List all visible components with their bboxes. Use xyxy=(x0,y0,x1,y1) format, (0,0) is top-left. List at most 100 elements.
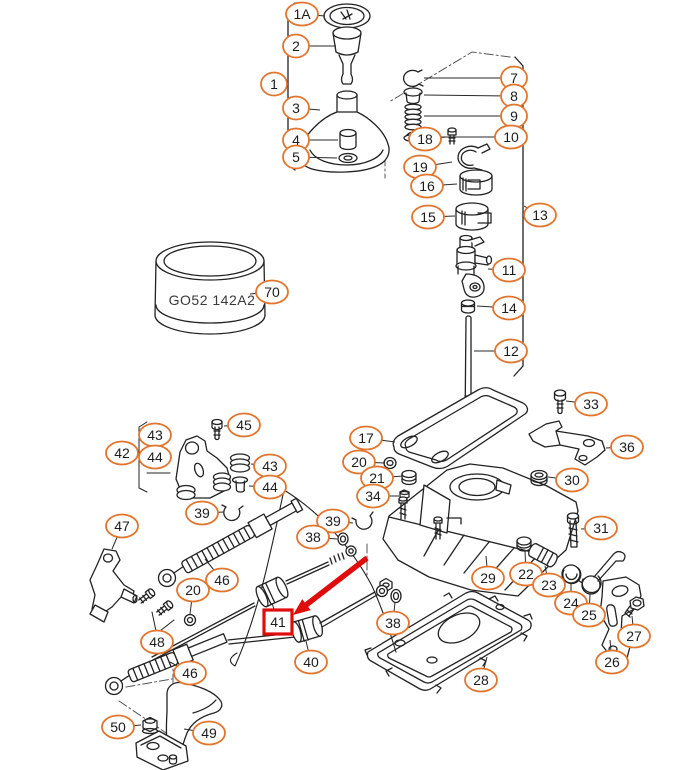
callout-23[interactable]: 23 xyxy=(532,565,566,598)
callout-44[interactable]: 44 xyxy=(248,474,287,500)
callout-circle[interactable] xyxy=(140,629,174,655)
callout-circle[interactable] xyxy=(176,577,210,603)
callout-2[interactable]: 2 xyxy=(282,33,336,59)
callout-circle[interactable] xyxy=(173,660,207,686)
callout-17[interactable]: 17 xyxy=(349,425,396,451)
callout-48[interactable]: 48 xyxy=(140,629,174,655)
callout-25[interactable]: 25 xyxy=(572,593,606,628)
callout-number: 49 xyxy=(201,725,217,741)
callout-circle[interactable] xyxy=(105,513,139,539)
callout-19[interactable]: 19 xyxy=(403,154,453,180)
highlight-box xyxy=(262,608,294,636)
callout-circle[interactable] xyxy=(410,173,444,199)
callout-36[interactable]: 36 xyxy=(605,434,644,460)
callout-circle[interactable] xyxy=(555,467,589,493)
callout-circle[interactable] xyxy=(316,508,350,534)
callout-46[interactable]: 46 xyxy=(204,558,239,593)
callout-circle[interactable] xyxy=(376,610,410,636)
callout-number: 3 xyxy=(292,100,300,116)
callout-circle[interactable] xyxy=(494,338,528,364)
callout-38[interactable]: 38 xyxy=(296,524,338,550)
callout-circle[interactable] xyxy=(285,1,319,27)
callout-number: 39 xyxy=(194,505,210,521)
callout-15[interactable]: 15 xyxy=(411,204,456,230)
callout-42[interactable]: 42 xyxy=(105,440,139,466)
callout-circle[interactable] xyxy=(492,295,526,321)
callout-number: 23 xyxy=(541,577,557,593)
callout-16[interactable]: 16 xyxy=(410,173,458,199)
callout-11[interactable]: 11 xyxy=(487,257,526,283)
callout-5[interactable]: 5 xyxy=(282,144,338,170)
callout-circle[interactable] xyxy=(356,483,390,509)
callout-14[interactable]: 14 xyxy=(476,295,526,321)
callout-circle[interactable] xyxy=(342,449,376,475)
callout-26[interactable]: 26 xyxy=(595,639,629,675)
callout-circle[interactable] xyxy=(411,204,445,230)
callout-circle[interactable] xyxy=(282,144,310,170)
callout-circle[interactable] xyxy=(595,649,629,675)
callout-39[interactable]: 39 xyxy=(316,508,354,534)
callout-38[interactable]: 38 xyxy=(376,601,410,636)
callout-circle[interactable] xyxy=(532,572,566,598)
callout-circle[interactable] xyxy=(574,391,608,417)
callout-number: 38 xyxy=(385,615,401,631)
callout-43[interactable]: 43 xyxy=(250,453,287,479)
callout-45[interactable]: 45 xyxy=(223,412,261,438)
callout-27[interactable]: 27 xyxy=(617,615,651,649)
callout-21[interactable]: 21 xyxy=(360,465,404,491)
callout-circle[interactable] xyxy=(253,474,287,500)
callout-circle[interactable] xyxy=(464,667,498,693)
callout-43[interactable]: 43 xyxy=(138,422,172,448)
callout-44[interactable]: 44 xyxy=(138,444,172,470)
callout-1[interactable]: 1 xyxy=(260,71,288,97)
callout-circle[interactable] xyxy=(471,565,505,591)
callout-circle[interactable] xyxy=(205,567,239,593)
callout-circle[interactable] xyxy=(192,720,226,746)
callout-13[interactable]: 13 xyxy=(523,202,557,228)
callout-circle[interactable] xyxy=(255,279,289,305)
callout-circle[interactable] xyxy=(492,257,526,283)
callout-1A[interactable]: 1A xyxy=(285,1,326,27)
callout-circle[interactable] xyxy=(105,440,139,466)
callout-50[interactable]: 50 xyxy=(101,714,142,740)
callout-circle[interactable] xyxy=(282,95,310,121)
callout-circle[interactable] xyxy=(610,434,644,460)
callout-20[interactable]: 20 xyxy=(342,449,386,475)
relay-lever-47 xyxy=(89,548,138,623)
callout-34[interactable]: 34 xyxy=(356,483,399,509)
callout-circle[interactable] xyxy=(296,524,330,550)
callout-18[interactable]: 18 xyxy=(408,126,447,152)
callout-circle[interactable] xyxy=(617,623,651,649)
callout-circle[interactable] xyxy=(294,649,328,675)
callout-circle[interactable] xyxy=(138,444,172,470)
spring-9 xyxy=(404,103,422,131)
callout-39[interactable]: 39 xyxy=(185,500,225,526)
callout-20[interactable]: 20 xyxy=(176,577,210,615)
callout-circle[interactable] xyxy=(101,714,135,740)
callout-circle[interactable] xyxy=(185,500,219,526)
callout-3[interactable]: 3 xyxy=(282,95,321,121)
callout-31[interactable]: 31 xyxy=(580,515,618,541)
callout-circle[interactable] xyxy=(572,602,606,628)
callout-circle[interactable] xyxy=(523,202,557,228)
callout-circle[interactable] xyxy=(282,33,310,59)
callout-circle[interactable] xyxy=(349,425,383,451)
callout-28[interactable]: 28 xyxy=(464,656,498,693)
callout-29[interactable]: 29 xyxy=(471,555,505,591)
callout-30[interactable]: 30 xyxy=(547,467,589,493)
callout-40[interactable]: 40 xyxy=(294,640,328,675)
callout-49[interactable]: 49 xyxy=(183,720,226,746)
callout-circle[interactable] xyxy=(227,412,261,438)
callout-70[interactable]: 70 xyxy=(249,279,289,305)
callout-4[interactable]: 4 xyxy=(282,127,338,153)
callout-12[interactable]: 12 xyxy=(474,338,528,364)
callout-9[interactable]: 9 xyxy=(424,103,528,129)
callout-47[interactable]: 47 xyxy=(105,513,139,550)
callout-33[interactable]: 33 xyxy=(565,391,608,417)
callout-circle[interactable] xyxy=(260,71,288,97)
callout-circle[interactable] xyxy=(408,126,442,152)
callout-circle[interactable] xyxy=(584,515,618,541)
callout-46[interactable]: 46 xyxy=(169,660,207,686)
callout-circle[interactable] xyxy=(494,124,528,150)
callout-41[interactable]: 41 xyxy=(264,602,292,634)
